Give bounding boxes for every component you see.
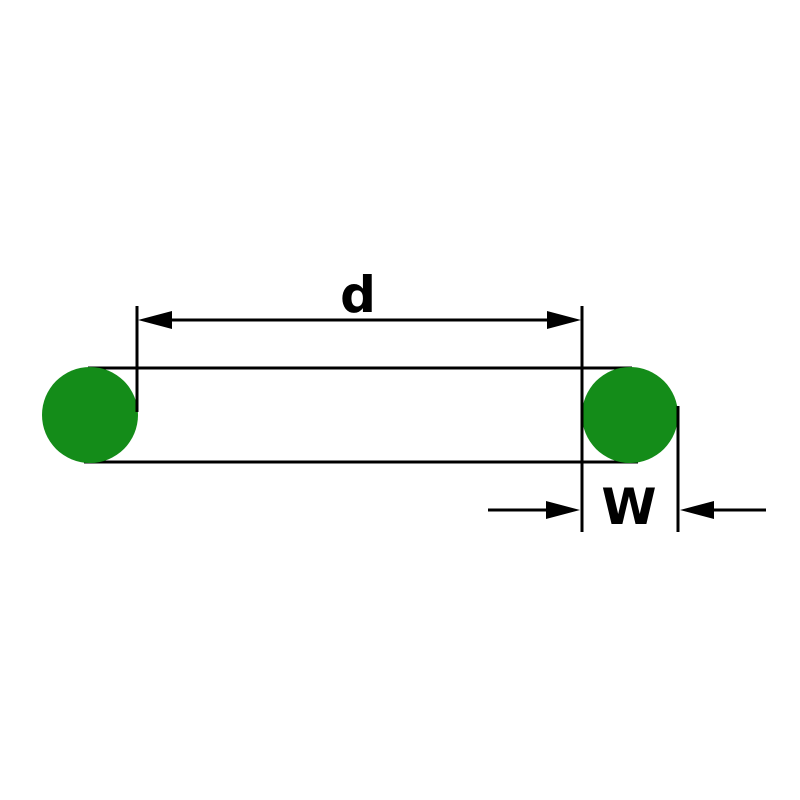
- arrowhead-w-left-icon: [546, 501, 580, 519]
- label-inner-diameter: d: [340, 266, 376, 324]
- oring-body: [42, 366, 678, 464]
- dimension-d: d: [135, 266, 584, 532]
- label-cross-section-width: W: [601, 478, 656, 536]
- arrowhead-d-right-icon: [547, 311, 581, 329]
- oring-cross-section-right: [582, 367, 678, 463]
- oring-cross-section-left: [42, 367, 138, 463]
- arrowhead-d-left-icon: [138, 311, 172, 329]
- arrowhead-w-right-icon: [680, 501, 714, 519]
- dimension-w: W: [488, 406, 766, 536]
